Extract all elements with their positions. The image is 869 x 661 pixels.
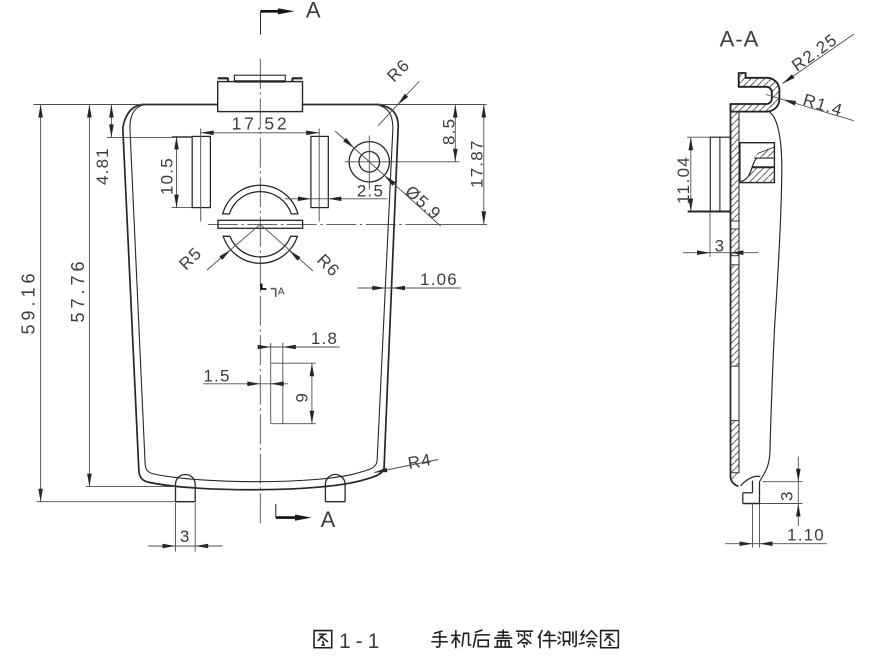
svg-text:R2.25: R2.25 — [788, 30, 841, 75]
svg-text:A: A — [306, 0, 321, 23]
svg-text:4.81: 4.81 — [93, 147, 112, 185]
svg-text:1-1: 1-1 — [339, 630, 384, 653]
svg-text:A: A — [321, 507, 336, 532]
svg-text:R6: R6 — [383, 55, 414, 86]
svg-text:R1.4: R1.4 — [801, 90, 845, 120]
svg-text:A: A — [278, 287, 285, 298]
svg-text:8.5: 8.5 — [440, 118, 459, 145]
svg-text:A-A: A-A — [720, 27, 760, 52]
svg-text:9: 9 — [293, 392, 312, 403]
svg-text:1.06: 1.06 — [420, 270, 458, 289]
svg-text:Ø5.9: Ø5.9 — [401, 182, 445, 224]
svg-text:R5: R5 — [175, 243, 206, 274]
svg-text:17.87: 17.87 — [468, 139, 487, 188]
svg-text:59.16: 59.16 — [19, 269, 39, 334]
svg-text:3: 3 — [778, 490, 797, 501]
svg-text:1.8: 1.8 — [311, 329, 338, 348]
svg-text:17.52: 17.52 — [232, 114, 290, 134]
svg-text:3: 3 — [715, 237, 726, 256]
svg-text:1.5: 1.5 — [203, 367, 230, 386]
svg-text:10.5: 10.5 — [158, 157, 177, 195]
svg-text:R6: R6 — [313, 250, 344, 281]
svg-text:2.5: 2.5 — [357, 182, 384, 201]
svg-text:R4: R4 — [406, 450, 433, 473]
svg-text:1.10: 1.10 — [787, 526, 825, 545]
svg-text:57.76: 57.76 — [68, 257, 88, 322]
svg-text:3: 3 — [180, 527, 191, 546]
svg-text:11.04: 11.04 — [674, 156, 693, 204]
